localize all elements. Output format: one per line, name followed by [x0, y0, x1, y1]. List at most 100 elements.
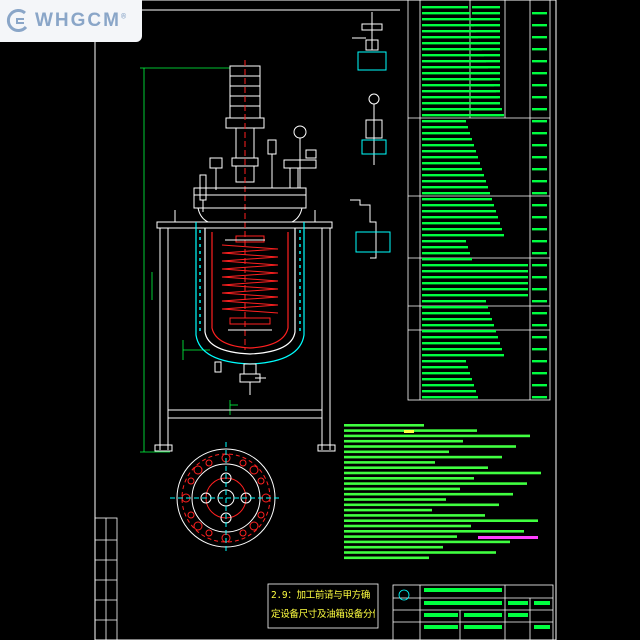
table-text-stroke [532, 336, 547, 339]
table-text-stroke [422, 306, 488, 309]
table-text-stroke [532, 72, 547, 75]
title-block-text-stroke [424, 588, 502, 592]
table-text-stroke [422, 246, 468, 249]
table-text-stroke [422, 60, 486, 63]
table-text-stroke [422, 216, 498, 219]
table-text-stroke [532, 288, 547, 291]
requirement-text-stroke [344, 434, 530, 438]
table-text-stroke [422, 54, 484, 57]
table-text-stroke [422, 294, 528, 297]
title-block-text-stroke [424, 625, 458, 629]
table-text-stroke [422, 312, 490, 315]
requirement-text-stroke [344, 524, 471, 528]
detail-views [350, 12, 391, 259]
table-text-stroke [422, 78, 492, 81]
table-text-stroke [532, 168, 547, 171]
table-text-stroke [532, 108, 547, 111]
table-text-stroke [472, 18, 500, 21]
top-nozzles [199, 125, 317, 212]
table-text-stroke [422, 192, 490, 195]
table-text-stroke [532, 144, 547, 147]
table-text-stroke [422, 390, 476, 393]
table-text-stroke [532, 96, 547, 99]
table-text-stroke [532, 120, 547, 123]
table-text-stroke [422, 360, 466, 363]
table-text-stroke [422, 348, 502, 351]
table-text-stroke [422, 132, 470, 135]
title-block-marks [424, 588, 550, 629]
table-text-stroke [422, 336, 498, 339]
note-line-1: 2.9：加工前请与甲方确 [271, 590, 371, 601]
table-text-stroke [472, 12, 500, 15]
table-text-stroke [472, 102, 500, 105]
table-text-stroke [532, 204, 547, 207]
table-text-stroke [532, 360, 547, 363]
table-text-stroke [422, 186, 488, 189]
table-text-stroke [532, 216, 547, 219]
table-text-stroke [472, 60, 500, 63]
table-text-stroke [532, 324, 547, 327]
table-text-stroke [422, 330, 496, 333]
requirement-text-stroke [344, 482, 527, 485]
title-block-text-stroke [534, 625, 550, 629]
table-text-stroke [422, 384, 474, 387]
requirement-text-stroke [344, 455, 502, 459]
requirement-text-stroke [344, 487, 460, 491]
title-block-text-stroke [424, 613, 458, 617]
table-text-stroke [422, 96, 498, 99]
support-frame [154, 210, 336, 452]
table-text-stroke [532, 180, 547, 183]
table-text-stroke [532, 396, 547, 399]
table-text-stroke [532, 12, 547, 15]
title-block-text-stroke [508, 613, 528, 617]
motor-assembly [225, 60, 265, 350]
fabrication-note: 2.9：加工前请与甲方确 定设备尺寸及油箱设备分件 [271, 586, 375, 624]
table-text-stroke [422, 120, 466, 123]
table-text-stroke [422, 36, 478, 39]
title-block-text-stroke [424, 601, 502, 605]
requirement-text-stroke [344, 439, 463, 443]
table-text-stroke [422, 240, 466, 243]
jacket-insulation [199, 230, 301, 332]
left-border-strip [94, 517, 118, 640]
table-text-stroke [422, 276, 528, 279]
requirement-text-stroke [344, 545, 443, 549]
table-text-stroke [422, 324, 494, 327]
table-text-stroke [532, 348, 547, 351]
table-text-stroke [472, 36, 500, 39]
logo-wordmark: WHGCM® [35, 10, 129, 31]
table-text-stroke [532, 36, 547, 39]
table-text-stroke [422, 342, 500, 345]
dimension-lines [140, 67, 238, 453]
table-text-stroke [422, 144, 474, 147]
table-text-stroke [422, 282, 528, 285]
table-text-stroke [422, 366, 468, 369]
table-text-stroke [422, 354, 504, 357]
table-text-stroke [532, 312, 547, 315]
table-text-stroke [422, 48, 482, 51]
requirement-text-stroke [344, 540, 510, 544]
table-text-stroke [422, 234, 504, 237]
requirement-text-stroke [344, 503, 499, 507]
parameter-table-rows [422, 6, 547, 399]
technical-requirements-text [344, 424, 541, 560]
vessel-head [193, 187, 307, 223]
table-text-stroke [532, 60, 547, 63]
table-text-stroke [422, 288, 528, 291]
title-block-text-stroke [464, 613, 502, 617]
table-text-stroke [422, 318, 492, 321]
requirement-text-stroke [344, 530, 524, 533]
title-block-text-stroke [508, 601, 528, 605]
table-text-stroke [532, 84, 547, 87]
requirement-text-stroke [344, 551, 496, 554]
table-text-stroke [422, 102, 500, 105]
table-text-stroke [422, 228, 502, 231]
table-text-stroke [472, 84, 500, 87]
table-text-stroke [472, 96, 500, 99]
requirement-text-stroke [344, 514, 485, 517]
table-text-stroke [472, 90, 500, 93]
table-text-stroke [472, 24, 500, 27]
requirement-text-stroke [344, 508, 432, 512]
table-text-stroke [422, 252, 470, 255]
